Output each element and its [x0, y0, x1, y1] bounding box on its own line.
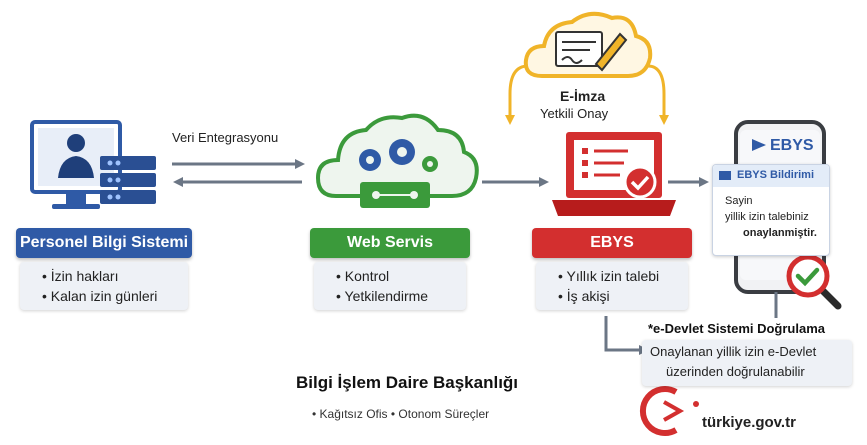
pbs-item: • İzin hakları: [42, 268, 119, 284]
turkiye-gov-logo-text: türkiye.gov.tr: [702, 414, 796, 431]
signature-title: E-İmza: [560, 88, 606, 104]
ws-title: Web Servis: [310, 228, 470, 258]
cloud-gears-icon: [315, 113, 479, 208]
ws-item: • Yetkilendirme: [336, 288, 429, 304]
ebys-item: • Yıllık izin talebi: [558, 268, 660, 284]
signature-subtitle: Yetkili Onay: [540, 106, 609, 121]
magnifier-check-icon: [786, 254, 842, 310]
ws-item: • Kontrol: [336, 268, 390, 284]
notification-line: Sayin: [725, 195, 753, 207]
integration-label: Veri Entegrasyonu: [172, 130, 279, 145]
phone-brand: EBYS: [770, 137, 814, 154]
department-tagline: • Kağıtsız Ofis • Otonom Süreçler: [312, 407, 490, 421]
edevlet-title: *e-Devlet Sistemi Doğrulama: [648, 321, 826, 336]
signature-arrow-left: [505, 64, 529, 125]
notification-title: EBYS Bildirimi: [737, 169, 815, 181]
notification-line: onaylanmiştir.: [743, 227, 817, 239]
ebys-item: • İş akişi: [558, 288, 610, 304]
notification-card: EBYS Bildirimi Sayin yillik izin talebin…: [712, 164, 830, 256]
ws-card: • Kontrol • Yetkilendirme: [314, 262, 466, 310]
laptop-document-icon: [552, 132, 676, 216]
notification-header: [713, 165, 829, 187]
notification-line: yillik izin talebiniz: [725, 211, 809, 223]
ebys-title: EBYS: [532, 228, 692, 258]
department-title: Bilgi İşlem Daire Başkanlığı: [296, 373, 519, 392]
signature-cloud-icon: [523, 11, 653, 78]
pbs-card: • İzin hakları • Kalan izin günleri: [20, 262, 188, 310]
edevlet-line: Onaylanan yillik izin e-Devlet: [650, 344, 817, 359]
pbs-title: Personel Bilgi Sistemi: [16, 228, 192, 258]
ebys-card: • Yıllık izin talebi • İş akişi: [536, 262, 688, 310]
turkiye-gov-logo-icon: [639, 386, 699, 436]
signature-arrow-right: [647, 64, 669, 125]
mail-icon: [719, 171, 731, 180]
edevlet-card: Onaylanan yillik izin e-Devlet üzerinden…: [642, 340, 852, 386]
server-icon: [100, 156, 156, 204]
edevlet-line: üzerinden doğrulanabilir: [666, 364, 805, 379]
pbs-item: • Kalan izin günleri: [42, 288, 158, 304]
arrow-ebys-to-edevlet: [604, 316, 649, 355]
